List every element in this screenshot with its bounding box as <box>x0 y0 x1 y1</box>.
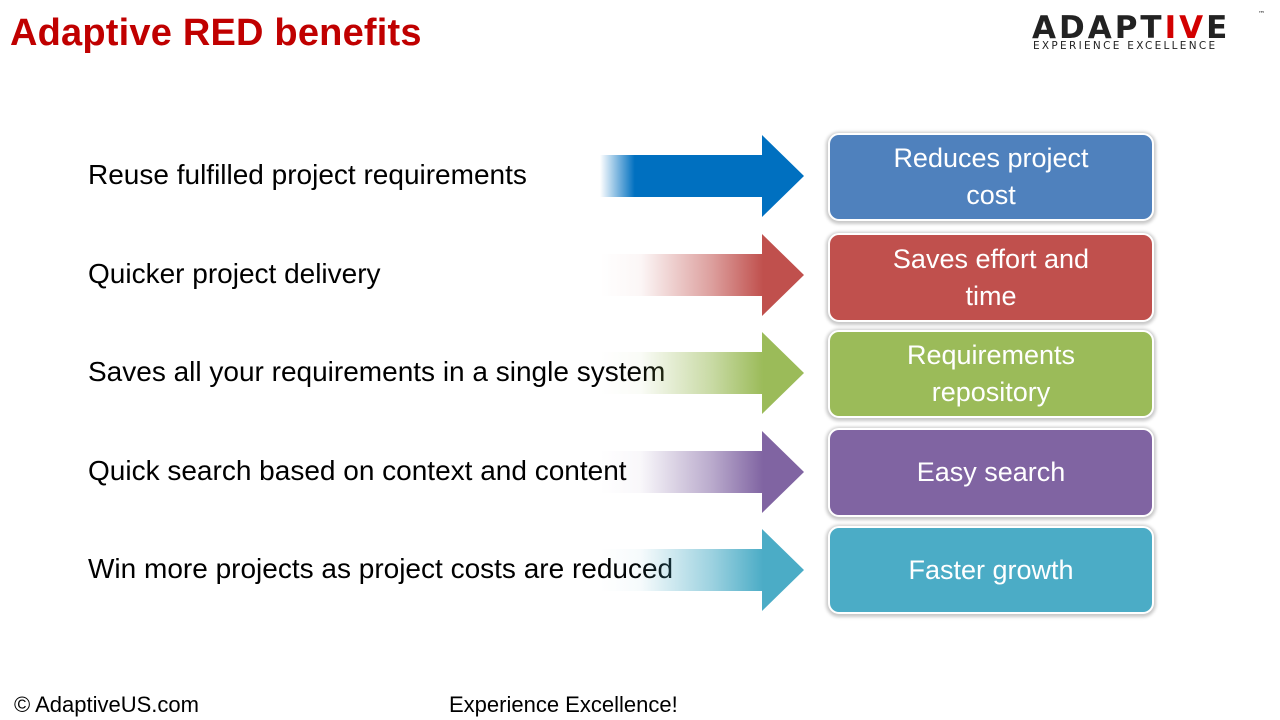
arrow-icon-1 <box>600 135 804 217</box>
benefit-box-reduces-cost: Reduces project cost <box>828 133 1154 221</box>
arrow-icon-4 <box>600 431 804 513</box>
benefit-box-requirements-repository: Requirements repository <box>828 330 1154 418</box>
slide-title: Adaptive RED benefits <box>10 12 422 54</box>
benefit-box-saves-effort: Saves effort and time <box>828 233 1154 322</box>
arrow-shape <box>600 431 804 513</box>
footer-copyright: © AdaptiveUS.com <box>14 692 199 717</box>
arrow-icon-2 <box>600 234 804 316</box>
arrow-icon-3 <box>600 332 804 414</box>
adaptive-logo: ADAPTIVE ™ EXPERIENCE EXCELLENCE <box>1030 10 1270 58</box>
logo-wordmark: ADAPTIVE <box>1032 10 1231 46</box>
arrow-icon-5 <box>600 529 804 611</box>
arrow-shape <box>600 234 804 316</box>
feature-text-win-projects: Win more projects as project costs are r… <box>88 553 674 584</box>
logo-tagline: EXPERIENCE EXCELLENCE <box>1033 40 1218 52</box>
logo-trademark: ™ <box>1258 10 1265 18</box>
feature-text-single-system: Saves all your requirements in a single … <box>88 356 666 387</box>
footer-slogan: Experience Excellence! <box>449 692 678 717</box>
arrow-shape <box>600 135 804 217</box>
feature-text-quick-search: Quick search based on context and conten… <box>88 455 627 486</box>
feature-text-reuse: Reuse fulfilled project requirements <box>88 159 527 190</box>
feature-text-quicker-delivery: Quicker project delivery <box>88 258 381 289</box>
arrow-shape <box>600 529 804 611</box>
benefit-box-faster-growth: Faster growth <box>828 526 1154 614</box>
arrow-shape <box>600 332 804 414</box>
benefit-box-easy-search: Easy search <box>828 428 1154 517</box>
